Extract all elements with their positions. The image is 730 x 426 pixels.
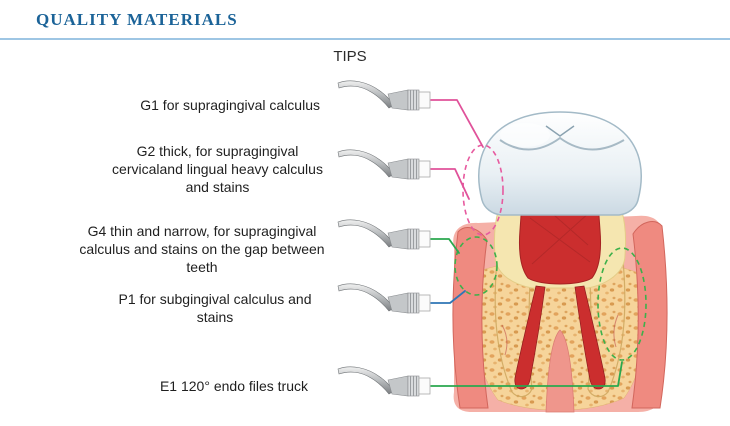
scaler-tip-icon-g2 <box>337 149 431 180</box>
tip-label-g1: G1 for supragingival calculus <box>140 97 320 113</box>
highlight-left-root-region <box>454 236 498 296</box>
page-title: QUALITY MATERIALS <box>36 10 238 29</box>
scaler-tip-icon-p1 <box>337 283 431 314</box>
right-gum <box>631 221 668 409</box>
scaler-tip-icon-e1 <box>337 366 431 397</box>
highlight-right-root-region <box>597 247 647 361</box>
tip-label-g4: G4 thin and narrow, for supragingival ca… <box>79 223 325 275</box>
scaler-tip-icon-g1 <box>337 80 431 111</box>
tip-label-g2: G2 thick, for supragingival cervicaland … <box>112 143 323 195</box>
occlusal-groove <box>499 136 625 151</box>
enamel-highlight <box>500 123 550 147</box>
tip-label-p1: P1 for subgingival calculus and stains <box>118 291 312 325</box>
tips-heading: TIPS <box>333 48 367 65</box>
bone-vessel <box>501 324 508 356</box>
tip-label-e1: E1 120° endo files truck <box>159 378 308 394</box>
scaler-tip-icon-g4 <box>337 219 431 250</box>
header-divider <box>0 38 730 40</box>
highlight-crown-neck-region <box>462 144 504 236</box>
central-fissure <box>545 125 575 137</box>
tooth-cross-section-illustration <box>452 111 668 413</box>
bone-vessel <box>613 314 619 348</box>
